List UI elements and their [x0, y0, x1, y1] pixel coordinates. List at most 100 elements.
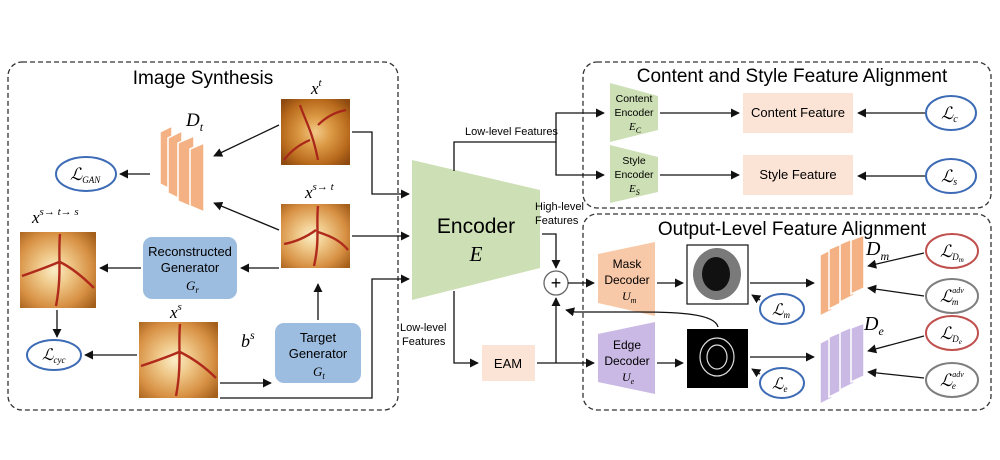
- loss-dm-subsub: m: [959, 256, 964, 264]
- eam-label: EAM: [494, 356, 522, 371]
- de-sub: e: [878, 324, 884, 338]
- style-encoder-line1: Style: [622, 155, 646, 167]
- xsts-label: x: [31, 208, 40, 227]
- bs-sup: s: [250, 328, 255, 342]
- style-encoder: Style Encoder ES: [610, 145, 658, 203]
- xs-label: x: [169, 303, 178, 322]
- arrow-lm-to-mask: [751, 294, 762, 304]
- mask-output-image: [686, 244, 749, 305]
- style-feature-label: Style Feature: [759, 167, 836, 182]
- xst-label: x: [304, 183, 313, 202]
- discriminator-de: [819, 321, 865, 406]
- xs-sup: s: [178, 301, 182, 313]
- xsts-sup: s→ t→ s: [40, 206, 79, 218]
- content-feature-label: Content Feature: [751, 105, 845, 120]
- arrow-le-to-edge: [751, 368, 762, 378]
- svg-text:xs: xs: [169, 301, 182, 322]
- content-encoder-line1: Content: [616, 93, 653, 105]
- fundus-image-xt: [281, 99, 350, 165]
- svg-text:ℒc: ℒc: [941, 104, 958, 125]
- loss-s-sub: s: [953, 177, 957, 188]
- reconstructed-generator-line2: Generator: [161, 260, 220, 275]
- style-encoder-line2: Encoder: [614, 169, 654, 181]
- fundus-image-xst: [281, 204, 350, 268]
- image-synthesis-title: Image Synthesis: [133, 68, 273, 89]
- loss-gan-sub: GAN: [82, 175, 101, 185]
- loss-madv-main: ℒ: [940, 287, 953, 306]
- discriminator-dt: [159, 124, 205, 214]
- edge-decoder-line2: Decoder: [604, 354, 649, 368]
- arrow-xst-to-dt: [213, 201, 280, 231]
- loss-s: ℒs: [925, 158, 977, 194]
- edge-decoder-line1: Edge: [613, 338, 641, 352]
- arrow-leadv-to-de: [867, 368, 925, 379]
- bs-label: b: [241, 331, 250, 351]
- loss-madv-sub: m: [952, 297, 959, 307]
- gt-symbol: G: [313, 364, 323, 379]
- arrow-lmadv-to-dm: [867, 284, 925, 297]
- high-level-features-line2: Features: [535, 215, 579, 227]
- xst-sup: s→ t: [313, 181, 335, 193]
- loss-de-sub: D: [951, 334, 959, 344]
- arrow-xt-to-encoder: [352, 131, 410, 199]
- arrow-ldm-to-dm: [867, 252, 925, 269]
- dt-label: D: [185, 110, 200, 131]
- ec-symbol: E: [628, 121, 636, 133]
- svg-text:Ue: Ue: [622, 370, 635, 386]
- loss-m-sub: m: [784, 310, 791, 320]
- loss-m: ℒm: [759, 293, 805, 325]
- loss-c: ℒc: [925, 95, 977, 131]
- ec-sub: C: [636, 126, 642, 135]
- image-synthesis-frame: [7, 61, 399, 411]
- loss-eadv-sup: adv: [952, 370, 964, 379]
- svg-text:ES: ES: [628, 183, 640, 197]
- gr-sub: r: [195, 285, 199, 295]
- arrow-lde-to-de: [867, 335, 925, 354]
- target-generator: Target Generator Gt: [275, 323, 361, 383]
- loss-c-main: ℒ: [941, 104, 954, 123]
- loss-e-main: ℒ: [772, 376, 784, 393]
- loss-madv-sup: adv: [952, 286, 964, 295]
- arrow-edge-feedback: [565, 307, 719, 328]
- svg-text:ℒe: ℒe: [772, 376, 788, 394]
- gt-sub: t: [322, 371, 325, 381]
- target-generator-line2: Generator: [289, 346, 348, 361]
- loss-eadv-main: ℒ: [940, 371, 953, 390]
- plus-node: +: [543, 270, 569, 296]
- xt-sup: t: [319, 77, 323, 89]
- dm-label: D: [865, 238, 881, 260]
- xt-label: x: [310, 79, 319, 98]
- um-sub: m: [631, 296, 637, 305]
- dt-sub: t: [200, 120, 204, 134]
- loss-dm: ℒDm: [925, 233, 979, 269]
- svg-text:Dt: Dt: [185, 110, 204, 134]
- loss-gan-main: ℒ: [70, 165, 83, 184]
- es-sub: S: [636, 188, 640, 197]
- loss-madv: ℒadv m: [925, 278, 979, 314]
- arrow-low-to-eam: [453, 291, 479, 368]
- svg-text:ℒs: ℒs: [941, 167, 957, 188]
- content-style-title: Content and Style Feature Alignment: [637, 66, 948, 87]
- loss-c-sub: c: [953, 114, 958, 125]
- arrow-low-to-content: [453, 108, 605, 171]
- svg-text:De: De: [863, 313, 884, 338]
- svg-text:ℒm: ℒm: [772, 302, 791, 320]
- svg-text:ℒDm: ℒDm: [940, 242, 964, 264]
- svg-text:ℒGAN: ℒGAN: [70, 165, 101, 185]
- arrow-xs-to-encoder: [220, 274, 410, 399]
- style-feature-box: [743, 155, 853, 195]
- encoder-symbol: E: [469, 242, 483, 266]
- svg-text:Gt: Gt: [313, 364, 325, 381]
- loss-de-subsub: e: [959, 338, 962, 346]
- reconstructed-generator-line1: Reconstructed: [148, 244, 232, 259]
- discriminator-dm: [819, 233, 865, 318]
- loss-eadv-sub: e: [952, 381, 956, 391]
- high-level-features-line1: High-level: [535, 201, 584, 213]
- svg-text:Dm: Dm: [865, 238, 889, 263]
- loss-cyc: ℒcyc: [26, 339, 82, 371]
- loss-m-main: ℒ: [772, 302, 784, 319]
- loss-de-main: ℒ: [940, 324, 953, 343]
- plus-symbol: +: [551, 273, 562, 293]
